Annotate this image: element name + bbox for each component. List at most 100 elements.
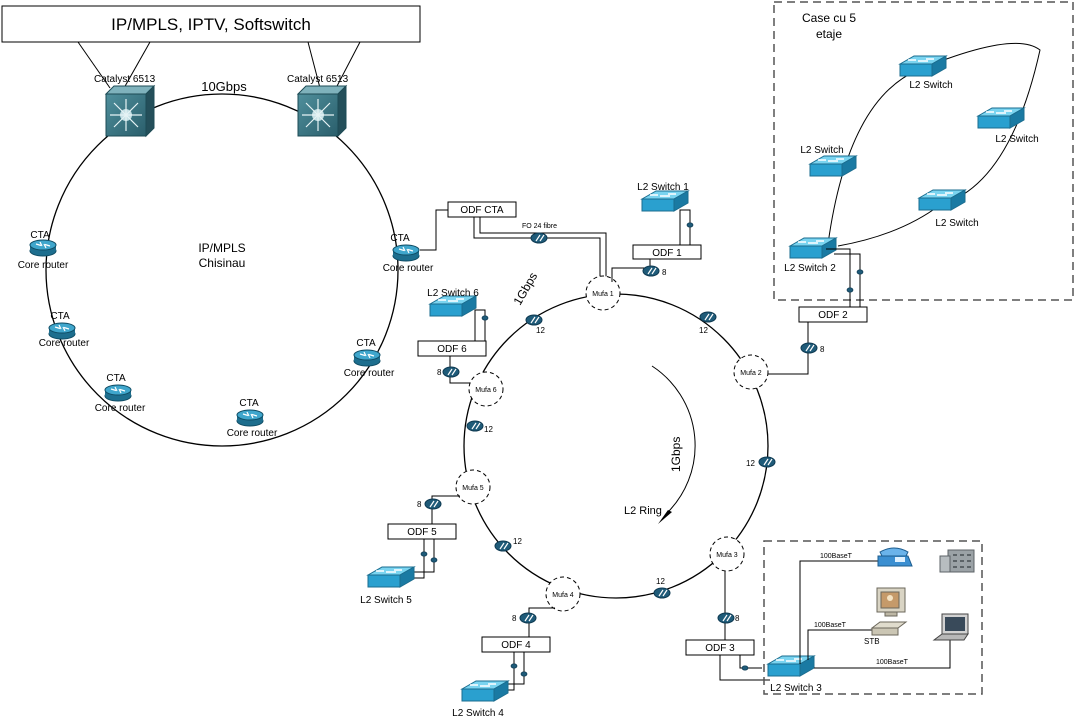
fibre-count: 8 (820, 345, 825, 354)
router-tag: CTA (356, 338, 376, 349)
fibre-coupler-icon (741, 665, 749, 671)
fibre-coupler-icon (800, 342, 818, 354)
splice-closure (733, 354, 769, 390)
link-label: 100BaseT (814, 622, 847, 629)
splice-closure (709, 536, 745, 572)
router-tag: CTA (390, 233, 410, 244)
odf-box (798, 306, 868, 323)
fibre-coupler-icon (856, 269, 864, 275)
riser-link (827, 69, 919, 245)
fibre-coupler-icon (494, 540, 512, 552)
l2-switch-icon (918, 189, 966, 211)
building-zone: Case cu 5 etaje L2 Switch L2 Switch L2 S… (773, 1, 1074, 307)
l2-ring: 1Gbps L2 Ring 12 12 12 12 12 12 Mufa 1 8… (360, 182, 868, 719)
fibre-count: 8 (735, 614, 740, 623)
odf-box (387, 523, 457, 540)
link-label: 100BaseT (820, 553, 853, 560)
mufa-label: Mufa 5 (462, 485, 484, 492)
l2-switch-label: L2 Switch 4 (452, 708, 504, 719)
core-router: CTA Core router (39, 311, 90, 349)
l2-switch-icon (899, 55, 947, 77)
router-icon (392, 244, 420, 262)
l2-switch-label: L2 Switch (995, 134, 1038, 145)
fibre-coupler-icon (699, 311, 717, 323)
fibre-coupler-icon (442, 366, 460, 378)
router-label: Core router (95, 403, 146, 414)
building-subtitle: etaje (816, 27, 842, 41)
set-top-box-icon (870, 621, 908, 636)
router-icon (236, 409, 264, 427)
fibre-count: 8 (662, 268, 667, 277)
fibre-coupler-icon (642, 265, 660, 277)
catalyst-label: Catalyst 6513 (287, 74, 349, 85)
ip-phone-icon (877, 547, 913, 567)
customer-premises: L2 Switch 3 100BaseT 100BaseT 100BaseT (763, 540, 983, 695)
odf-cta-label: ODF CTA (460, 205, 503, 216)
fibre-coupler-icon (466, 420, 484, 432)
l2-switch-icon (809, 155, 857, 177)
fibre-count: 12 (536, 326, 545, 335)
ring-direction-arrow (658, 510, 672, 524)
router-icon (29, 239, 57, 257)
router-tag: CTA (50, 311, 70, 322)
top-services-box (1, 5, 421, 43)
l2-switch-icon (789, 237, 837, 259)
fibre-count: 12 (484, 425, 493, 434)
router-label: Core router (383, 263, 434, 274)
odf-label: ODF 6 (437, 344, 467, 355)
fibre-count: 12 (746, 459, 755, 468)
core-router: CTA Core router (344, 338, 395, 379)
riser-link (917, 42, 1041, 206)
l2-switch-icon (767, 655, 815, 677)
uplink-speed-label: 1Gbps (510, 270, 540, 308)
odf-label: ODF 2 (818, 310, 848, 321)
mufa-label: Mufa 6 (475, 387, 497, 394)
router-label: Core router (39, 338, 90, 349)
l2-switch-label: L2 Switch 6 (427, 288, 479, 299)
laptop-icon (932, 613, 969, 641)
mufa-label: Mufa 4 (552, 592, 574, 599)
fibre-coupler-icon (758, 456, 776, 468)
router-icon (104, 384, 132, 402)
fibre-coupler-icon (686, 222, 694, 228)
l2-ring-name: L2 Ring (624, 505, 662, 517)
fibre-count: 8 (417, 500, 422, 509)
l2-switch-icon (641, 190, 689, 212)
router-tag: CTA (239, 398, 259, 409)
fibre-coupler-icon (510, 663, 518, 669)
l2-switch-icon (429, 295, 477, 317)
building-title: Case cu 5 (802, 11, 856, 25)
l2-ring-speed: 1Gbps (669, 437, 683, 472)
fibre-coupler-icon (530, 232, 548, 244)
splice-closure (585, 275, 621, 311)
l2-switch-label: L2 Switch (800, 145, 843, 156)
fibre-count: 8 (512, 614, 517, 623)
core-speed-label: 10Gbps (201, 79, 247, 94)
customer-boundary (763, 540, 983, 695)
fibre-coupler-icon (653, 587, 671, 599)
l2-switch-label: L2 Switch (909, 80, 952, 91)
fibre-coupler-icon (846, 287, 854, 293)
catalyst-switch-icon (297, 85, 347, 137)
l2-switch-icon (977, 107, 1025, 129)
ring-direction-arc (651, 365, 696, 515)
fibre-label: FO 24 fibre (522, 223, 557, 230)
core-ring (45, 93, 399, 447)
l2-switch-label: L2 Switch 3 (770, 683, 822, 694)
splice-closure (545, 576, 581, 612)
fibre-coupler-icon (717, 612, 735, 624)
fibre-count: 12 (656, 577, 665, 586)
fibre-count: 12 (513, 537, 522, 546)
core-router: CTA Core router (95, 373, 146, 414)
router-label: Core router (18, 260, 69, 271)
l2-switch-label: L2 Switch (935, 218, 978, 229)
splice-closure (455, 469, 491, 505)
fibre-coupler-icon (420, 551, 428, 557)
catalyst-label: Catalyst 6513 (94, 74, 156, 85)
odf-label: ODF 4 (501, 640, 531, 651)
splice-closure (468, 371, 504, 407)
odf-label: ODF 5 (407, 527, 437, 538)
odf-label: ODF 1 (652, 248, 682, 259)
fibre-coupler-icon (525, 314, 543, 326)
